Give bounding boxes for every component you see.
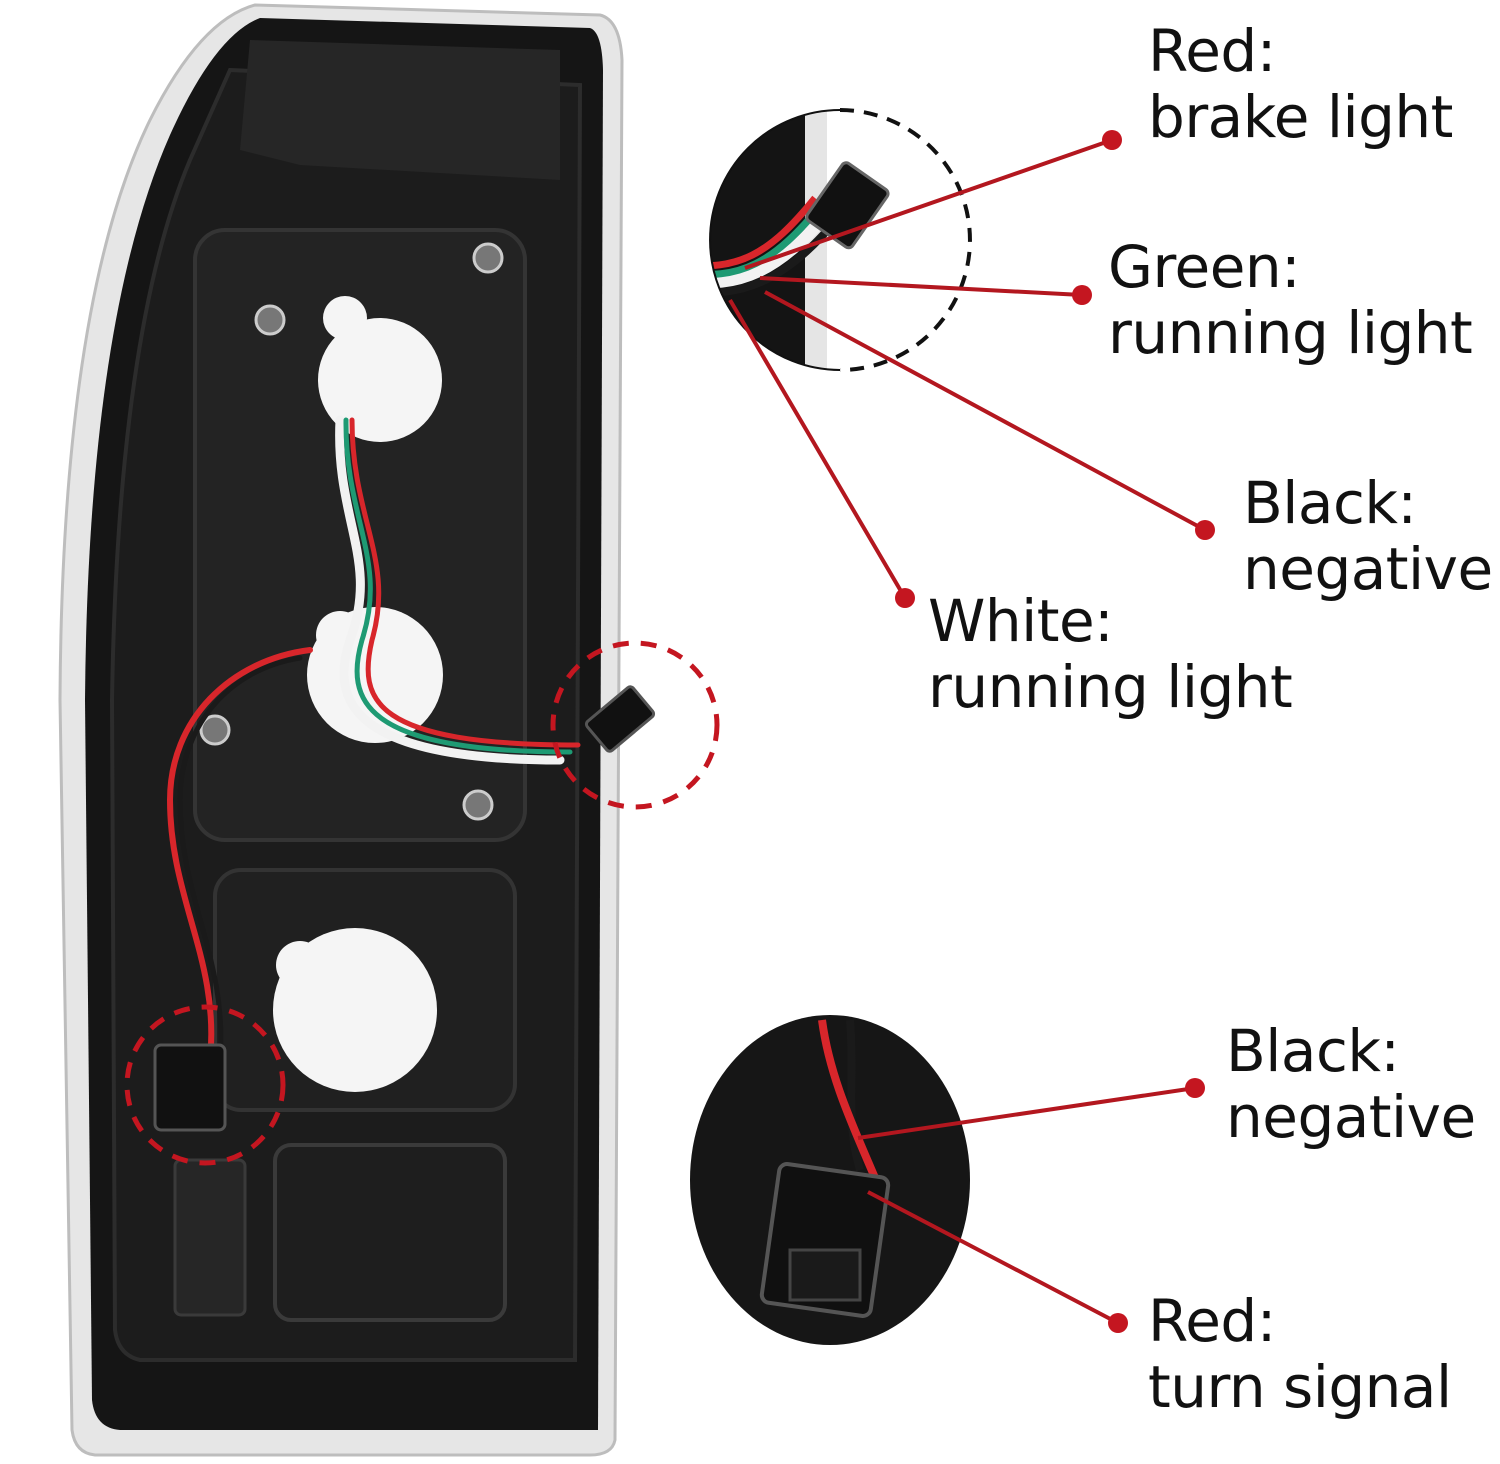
label-negative-bottom-color: Black: bbox=[1226, 1017, 1400, 1085]
leader-brake bbox=[744, 138, 1113, 270]
leader-negative-top bbox=[764, 290, 1206, 532]
label-green-color: Green: bbox=[1108, 233, 1301, 301]
leader-turn bbox=[867, 1190, 1119, 1325]
wire-connector-icon bbox=[153, 685, 656, 1132]
label-negative-top: Black: negative bbox=[1243, 470, 1493, 602]
label-negative-top-color: Black: bbox=[1243, 469, 1417, 537]
label-brake-light: Red: brake light bbox=[1148, 18, 1453, 150]
bottom-tab bbox=[173, 1158, 247, 1317]
top-shelf bbox=[240, 40, 560, 180]
label-white-color: White: bbox=[928, 587, 1114, 655]
label-green-function: running light bbox=[1108, 299, 1473, 367]
leader-lines bbox=[728, 138, 1206, 1325]
label-running-white: White: running light bbox=[928, 587, 1293, 721]
zoom-bottom bbox=[690, 1015, 970, 1345]
bottom-box bbox=[273, 1143, 507, 1322]
label-turn-signal: Red: turn signal bbox=[1148, 1288, 1452, 1420]
label-brake-function: brake light bbox=[1148, 83, 1453, 151]
socket-upper bbox=[318, 318, 442, 442]
leader-dots bbox=[895, 130, 1215, 1333]
label-turn-function: turn signal bbox=[1148, 1353, 1452, 1421]
highlight-upper-connector bbox=[550, 640, 720, 810]
label-white-function: running light bbox=[928, 653, 1293, 721]
label-negative-bottom-function: negative bbox=[1226, 1083, 1476, 1151]
label-turn-color: Red: bbox=[1148, 1287, 1276, 1355]
upper-panel bbox=[193, 228, 527, 842]
leader-running-green bbox=[759, 276, 1083, 297]
label-negative-top-function: negative bbox=[1243, 535, 1493, 603]
label-running-green: Green: running light bbox=[1108, 233, 1473, 367]
zoom-top bbox=[709, 108, 972, 372]
highlight-lower-connector bbox=[124, 1004, 286, 1166]
leader-negative-bottom bbox=[857, 1086, 1196, 1140]
label-negative-bottom: Black: negative bbox=[1226, 1018, 1476, 1150]
leader-running-white bbox=[728, 298, 907, 600]
screw-icon bbox=[199, 242, 504, 821]
housing-wires bbox=[166, 415, 581, 1063]
label-brake-color: Red: bbox=[1148, 17, 1276, 85]
